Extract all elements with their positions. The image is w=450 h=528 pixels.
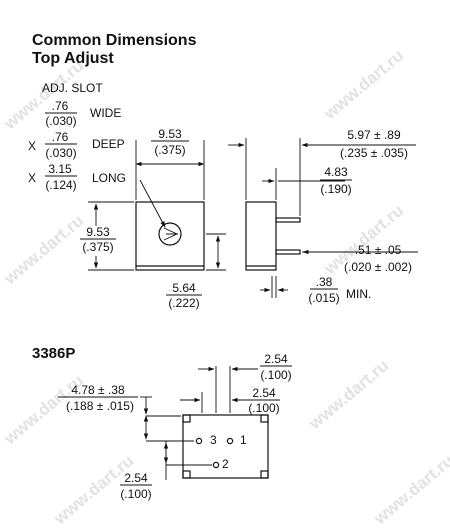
corner-notch [260,470,269,479]
top-height-mm: (.375) [82,240,113,254]
leader-line [139,179,166,228]
multiply-sign: X [28,139,36,153]
side-body [245,201,277,271]
corner-notch [182,470,191,479]
top-view: 9.53 (.375) 9.53 (.375) 5.64 (.222) [80,127,226,310]
pitch-right-mm: (.100) [248,401,279,415]
watermark: www.dart.ru [320,46,408,124]
pin-hole [226,437,234,445]
pitch-bottom-value: 2.54 [124,471,148,485]
page-title: Common Dimensions [32,32,197,49]
depth-mm: (.235 ± .035) [340,146,408,160]
slot-dimensions: ADJ. SLOT .76 (.030) WIDE X .76 (.030) D… [28,81,126,192]
pin-value: .51 ± .05 [355,243,402,257]
top-width-mm: (.375) [154,143,185,157]
pin-hole [195,437,203,445]
gap-value: .38 [316,275,333,289]
slot-wide-mm: (.030) [45,114,76,128]
side-pin [275,249,301,255]
side-view: 5.97 ± .89 (.235 ± .035) 4.83 (.190) .51… [228,128,418,305]
adjust-rotor [158,222,182,246]
slot-long-label: LONG [92,171,126,185]
slot-wide-label: WIDE [90,106,121,120]
body-mm: (.190) [320,182,351,196]
page-subtitle: Top Adjust [32,50,114,67]
multiply-sign: X [28,171,36,185]
offset-value: 5.64 [172,281,196,295]
slot-title: ADJ. SLOT [42,81,103,95]
corner-notch [182,414,191,423]
top-height-value: 9.53 [86,225,110,239]
top-width-value: 9.53 [158,127,182,141]
watermark: www.dart.ru [370,451,450,528]
offset-mm: (.222) [168,296,199,310]
slot-deep-label: DEEP [92,137,125,151]
depth-value: 5.97 ± .89 [347,128,401,142]
pin-label-1: 1 [240,433,247,447]
pitch-top-mm: (.100) [260,368,291,382]
model-name: 3386P [32,345,75,362]
pin-mm: (.020 ± .002) [344,260,412,274]
slot-long-value: 3.15 [48,162,72,176]
slot-wide-value: .76 [52,99,69,113]
watermark: www.dart.ru [0,211,87,289]
edge-mm: (.188 ± .015) [66,399,134,413]
gap-note: MIN. [346,287,371,301]
footprint-body [182,414,269,479]
pitch-top-value: 2.54 [264,352,288,366]
pitch-right-value: 2.54 [252,386,276,400]
gap-mm: (.015) [308,291,339,305]
edge-value: 4.78 ± .38 [71,383,125,397]
pin-label-3: 3 [210,433,217,447]
body-value: 4.83 [324,165,348,179]
footprint-view: 3 1 2 2.54 (.100) 2.54 (.100) 4.78 ± .38… [58,352,292,501]
component-body [135,201,205,271]
slot-long-mm: (.124) [45,178,76,192]
rotor-slot-icon [163,227,179,241]
slot-deep-mm: (.030) [45,146,76,160]
pin-label-2: 2 [222,457,229,471]
pin-hole [212,461,220,469]
watermark: www.dart.ru [305,356,393,434]
slot-deep-value: .76 [52,130,69,144]
side-pin [275,217,301,223]
pitch-bottom-mm: (.100) [120,487,151,501]
corner-notch [260,414,269,423]
